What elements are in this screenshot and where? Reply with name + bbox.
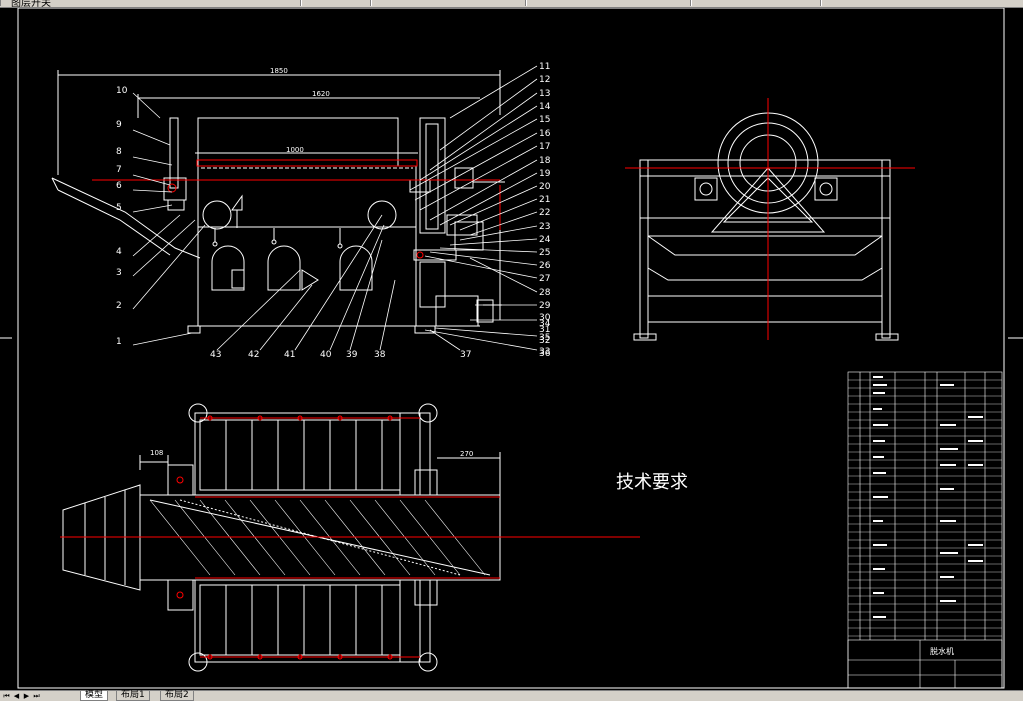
dimension-third: 1000 <box>286 146 304 154</box>
first-tab-icon[interactable]: ⏮ <box>3 692 10 700</box>
part-label: 40 <box>320 350 332 360</box>
part-label: 29 <box>539 301 551 311</box>
part-label: 1 <box>116 337 122 347</box>
part-label: 18 <box>539 156 551 166</box>
technical-requirements-heading: 技术要求 <box>616 472 688 493</box>
part-label: 13 <box>539 89 550 99</box>
part-label: 23 <box>539 222 550 232</box>
part-label: 14 <box>539 102 551 112</box>
toolbar: 图层开关 <box>0 0 1023 9</box>
dimension-plan-right: 270 <box>460 450 473 458</box>
part-label: 7 <box>116 165 122 175</box>
part-label: 24 <box>539 235 551 245</box>
leader-lines-front <box>132 65 538 351</box>
part-label: 6 <box>116 181 122 191</box>
part-label: 22 <box>539 208 550 218</box>
part-label: 19 <box>539 169 551 179</box>
dimension-overall: 1850 <box>270 67 288 75</box>
part-label: 39 <box>346 350 358 360</box>
next-tab-icon[interactable]: ▶ <box>23 692 30 700</box>
parts-list <box>847 371 1003 689</box>
part-label: 15 <box>539 115 550 125</box>
part-label: 11 <box>539 62 550 72</box>
part-label: 21 <box>539 195 550 205</box>
parts-list-fill <box>873 376 983 618</box>
part-label: 28 <box>539 288 551 298</box>
plan-view-centerlines <box>60 415 640 660</box>
drawing-canvas[interactable]: 11 12 13 14 15 16 17 18 19 20 21 22 23 2… <box>0 7 1023 690</box>
layer-toolbar-label: 图层开关 <box>11 0 51 9</box>
part-label: 20 <box>539 182 551 192</box>
part-label: 26 <box>539 261 551 271</box>
parts-list-rows <box>848 379 1002 637</box>
part-label: 12 <box>539 75 550 85</box>
part-label: 35 <box>539 333 550 343</box>
toolbar-segment-3[interactable] <box>370 0 527 6</box>
part-label: 10 <box>116 86 128 96</box>
part-label: 37 <box>460 350 471 360</box>
part-label: 43 <box>210 350 221 360</box>
layer-toolbar-segment[interactable]: 图层开关 <box>0 0 302 9</box>
part-label: 8 <box>116 147 122 157</box>
part-label: 16 <box>539 129 551 139</box>
part-label: 36 <box>539 349 551 359</box>
part-label: 32 <box>539 336 550 346</box>
part-number-labels: 11 12 13 14 15 16 17 18 19 20 21 22 23 2… <box>116 62 551 360</box>
side-view-centerlines <box>625 98 915 340</box>
dimension-second: 1620 <box>312 90 330 98</box>
part-label: 27 <box>539 274 550 284</box>
toolbar-segment-6[interactable] <box>820 0 1023 6</box>
dimension-labels: 1850 1620 1000 108 270 <box>150 67 473 458</box>
part-label: 42 <box>248 350 259 360</box>
part-label: 4 <box>116 247 122 257</box>
part-label: 31 <box>539 325 550 335</box>
toolbar-segment-2[interactable] <box>300 0 372 6</box>
toolbar-segment-5[interactable] <box>690 0 822 6</box>
cad-drawing[interactable]: 11 12 13 14 15 16 17 18 19 20 21 22 23 2… <box>0 7 1023 690</box>
part-label: 17 <box>539 142 550 152</box>
part-label: 33 <box>539 347 550 357</box>
sheet-border <box>17 7 1005 689</box>
part-label: 3 <box>116 268 122 278</box>
part-label: 34 <box>539 319 551 329</box>
part-label: 9 <box>116 120 122 130</box>
part-label: 5 <box>116 203 122 213</box>
part-label: 41 <box>284 350 295 360</box>
part-label: 38 <box>374 350 386 360</box>
part-label: 25 <box>539 248 550 258</box>
dimension-plan-left: 108 <box>150 449 163 457</box>
part-label: 30 <box>539 313 551 323</box>
part-label: 2 <box>116 301 122 311</box>
layout-tab-bar: ⏮ ◀ ▶ ⏭ 模型 布局1 布局2 <box>0 690 1023 701</box>
last-tab-icon[interactable]: ⏭ <box>33 692 40 700</box>
prev-tab-icon[interactable]: ◀ <box>13 692 20 700</box>
toolbar-segment-4[interactable] <box>525 0 692 6</box>
title-block-label: 脱水机 <box>930 646 954 656</box>
